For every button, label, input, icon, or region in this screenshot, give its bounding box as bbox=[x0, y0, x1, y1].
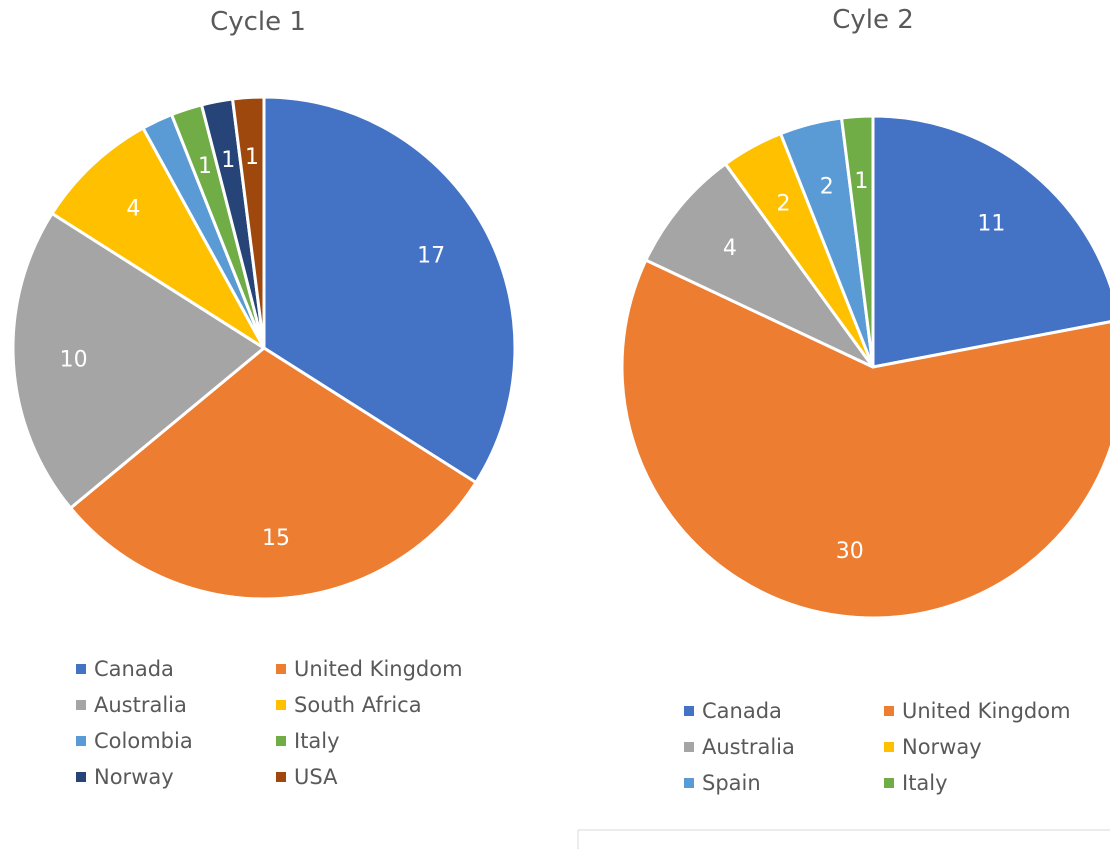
data-label: 17 bbox=[417, 244, 445, 269]
legend-label: Colombia bbox=[94, 729, 193, 753]
legend-item: Australia bbox=[684, 735, 795, 759]
data-label: 4 bbox=[126, 196, 140, 221]
legend-label: Canada bbox=[94, 657, 174, 681]
data-label: 1 bbox=[854, 169, 868, 194]
legend-swatch bbox=[76, 736, 86, 746]
legend-item: Norway bbox=[76, 765, 174, 789]
legend-item: Italy bbox=[276, 729, 340, 753]
legend-label: Italy bbox=[294, 729, 340, 753]
pie-slice-united-kingdom bbox=[69, 346, 478, 601]
legend-item: United Kingdom bbox=[276, 657, 463, 681]
legend-swatch bbox=[684, 742, 694, 752]
legend-label: Norway bbox=[94, 765, 174, 789]
data-label: 4 bbox=[723, 236, 737, 261]
chart-title: Cyle 2 bbox=[832, 5, 914, 35]
legend-item: Australia bbox=[76, 693, 187, 717]
legend-swatch bbox=[684, 778, 694, 788]
data-label: 1 bbox=[245, 145, 259, 170]
legend-label: Australia bbox=[94, 693, 187, 717]
data-label: 1 bbox=[198, 154, 212, 179]
data-label: 2 bbox=[777, 192, 791, 217]
pie-slice-canada bbox=[871, 114, 1110, 369]
data-label: 1 bbox=[221, 148, 235, 173]
legend-swatch bbox=[76, 700, 86, 710]
legend-label: Italy bbox=[902, 771, 948, 795]
data-label: 2 bbox=[820, 175, 834, 200]
legend-swatch bbox=[276, 664, 286, 674]
legend-item: Canada bbox=[76, 657, 174, 681]
data-label: 11 bbox=[977, 211, 1005, 236]
pie-slices bbox=[620, 114, 1110, 620]
legend-swatch bbox=[884, 742, 894, 752]
pie-slice-usa bbox=[231, 95, 266, 350]
legend-item: Canada bbox=[684, 699, 782, 723]
pie-slice-united-kingdom bbox=[620, 258, 1110, 620]
chart-title: Cycle 1 bbox=[210, 7, 306, 37]
legend-swatch bbox=[684, 706, 694, 716]
legend-label: United Kingdom bbox=[902, 699, 1071, 723]
legend-swatch bbox=[884, 706, 894, 716]
legend-swatch bbox=[276, 772, 286, 782]
legend-swatch bbox=[276, 736, 286, 746]
legend-label: Norway bbox=[902, 735, 982, 759]
legend-label: USA bbox=[294, 765, 338, 789]
legend-item: Spain bbox=[684, 771, 761, 795]
legend-swatch bbox=[884, 778, 894, 788]
data-label: 30 bbox=[836, 539, 864, 564]
legend-label: Canada bbox=[702, 699, 782, 723]
legend-label: United Kingdom bbox=[294, 657, 463, 681]
pie-slice-italy bbox=[840, 114, 875, 369]
legend-label: Australia bbox=[702, 735, 795, 759]
legend-item: Norway bbox=[884, 735, 982, 759]
legend-swatch bbox=[276, 700, 286, 710]
legend-swatch bbox=[76, 772, 86, 782]
legend-item: Colombia bbox=[76, 729, 193, 753]
data-label: 15 bbox=[262, 526, 290, 551]
legend-item: South Africa bbox=[276, 693, 422, 717]
legend-swatch bbox=[76, 664, 86, 674]
data-label: 10 bbox=[60, 347, 88, 372]
legend-item: United Kingdom bbox=[884, 699, 1071, 723]
pie-slice-australia bbox=[11, 212, 266, 510]
pie-slice-australia bbox=[644, 162, 875, 369]
pie-slice-south-africa bbox=[50, 126, 266, 350]
legend-item: USA bbox=[276, 765, 338, 789]
pie-slices bbox=[11, 95, 517, 601]
legend-label: Spain bbox=[702, 771, 761, 795]
legend-label: South Africa bbox=[294, 693, 422, 717]
legend-item: Italy bbox=[884, 771, 948, 795]
